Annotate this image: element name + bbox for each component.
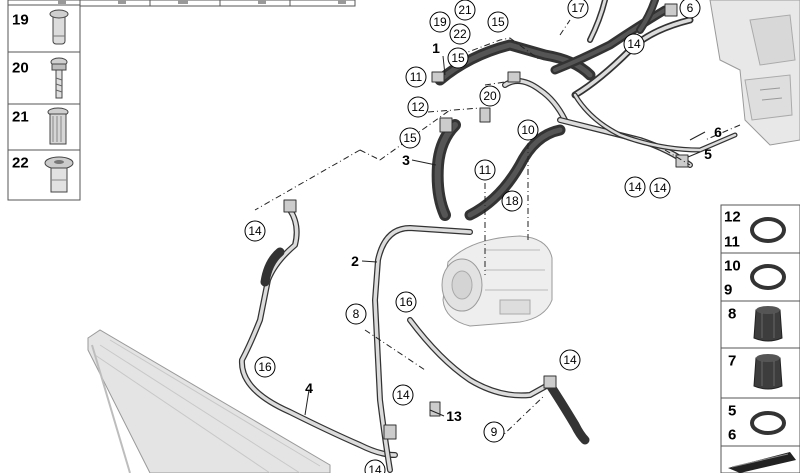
- lubricant-wedge-icon: [728, 452, 796, 473]
- svg-text:18: 18: [505, 194, 519, 208]
- callout-15-top: 15: [487, 11, 509, 33]
- callout-19: 19: [429, 11, 451, 33]
- callout-2: 2: [351, 253, 359, 269]
- svg-text:11: 11: [410, 70, 423, 84]
- valve-cap-icon: [753, 306, 783, 342]
- svg-text:6: 6: [687, 1, 694, 15]
- callout-14-left: 14: [244, 220, 266, 242]
- svg-text:14: 14: [563, 353, 577, 367]
- callout-17: 17: [567, 0, 589, 19]
- callout-12: 12: [407, 96, 429, 118]
- callout-3: 3: [402, 152, 410, 168]
- svg-text:8: 8: [353, 307, 360, 321]
- callout-14-compressor: 14: [559, 349, 581, 371]
- right-table-label-3a: 7: [728, 353, 736, 370]
- left-table-label-1: 20: [12, 60, 29, 77]
- o-ring-icon: [750, 264, 786, 290]
- callout-14-bottom: 14: [364, 459, 386, 473]
- o-ring-icon: [750, 217, 786, 243]
- callout-11-top: 11: [405, 66, 427, 88]
- callout-15-mid: 15: [447, 47, 469, 69]
- callout-5: 5: [704, 146, 712, 162]
- left-parts-table: 19 20 21 22: [7, 0, 356, 201]
- callout-21: 21: [454, 0, 476, 21]
- svg-text:22: 22: [453, 27, 467, 41]
- svg-text:11: 11: [479, 163, 492, 177]
- right-table-label-2a: 8: [728, 306, 736, 323]
- svg-text:14: 14: [396, 388, 410, 402]
- svg-text:15: 15: [403, 131, 417, 145]
- screw-with-washer-icon: [50, 57, 68, 99]
- condenser-radiator: [87, 329, 331, 473]
- callout-4: 4: [305, 380, 313, 396]
- right-table-label-1a: 10: [724, 258, 741, 275]
- svg-text:14: 14: [653, 181, 667, 195]
- knurled-rivet-nut-icon: [47, 107, 69, 145]
- callout-22: 22: [449, 23, 471, 45]
- callout-15-low: 15: [399, 127, 421, 149]
- left-table-label-3: 22: [12, 155, 29, 172]
- callout-13: 13: [446, 408, 462, 424]
- callout-14-right-a: 14: [624, 176, 646, 198]
- callout-6-top: 6: [679, 0, 701, 19]
- svg-text:20: 20: [483, 89, 497, 103]
- callout-10: 10: [517, 119, 539, 141]
- svg-text:15: 15: [491, 15, 505, 29]
- svg-text:17: 17: [571, 1, 585, 15]
- svg-text:16: 16: [258, 360, 272, 374]
- svg-text:19: 19: [433, 15, 447, 29]
- evaporator-housing: [709, 0, 800, 146]
- o-ring-icon: [750, 411, 786, 435]
- right-table-label-1b: 9: [724, 282, 732, 299]
- flanged-rivet-nut-icon: [49, 9, 69, 45]
- callout-14-lower: 14: [392, 384, 414, 406]
- flat-head-rivet-nut-icon: [44, 156, 74, 193]
- svg-text:12: 12: [411, 100, 425, 114]
- callout-14-top: 14: [623, 33, 645, 55]
- svg-text:15: 15: [451, 51, 465, 65]
- right-table-label-4b: 6: [728, 427, 736, 444]
- svg-text:9: 9: [491, 425, 498, 439]
- callout-9: 9: [483, 421, 505, 443]
- plain-callout-group: 1 3 2 4 13 6 5: [305, 40, 722, 424]
- callout-20: 20: [479, 85, 501, 107]
- right-parts-table: 12 11 10 9 8 7 5 6: [720, 204, 800, 473]
- valve-cap-icon: [753, 354, 783, 390]
- callout-14-right-b: 14: [649, 177, 671, 199]
- callout-6-right: 6: [714, 124, 722, 140]
- svg-text:14: 14: [248, 224, 262, 238]
- svg-text:14: 14: [628, 180, 642, 194]
- callout-16-left: 16: [254, 356, 276, 378]
- leader-lines: [254, 7, 741, 441]
- ac-compressor: [441, 235, 553, 327]
- svg-text:14: 14: [627, 37, 641, 51]
- callout-1: 1: [432, 40, 440, 56]
- callout-11-mid: 11: [474, 159, 496, 181]
- right-table-label-0b: 11: [724, 234, 740, 251]
- left-table-label-2: 21: [12, 109, 29, 126]
- refrigerant-lines: [238, 0, 738, 473]
- svg-text:21: 21: [458, 3, 472, 17]
- right-table-label-0a: 12: [724, 209, 741, 226]
- callout-8: 8: [345, 303, 367, 325]
- right-table-label-4a: 5: [728, 403, 736, 420]
- svg-text:16: 16: [399, 295, 413, 309]
- left-table-label-0: 19: [12, 12, 29, 29]
- callout-18: 18: [501, 190, 523, 212]
- solid-leaders: [304, 55, 706, 417]
- svg-text:14: 14: [368, 463, 382, 473]
- callout-16-right: 16: [395, 291, 417, 313]
- callout-group: 17 6 19 21 15 22 14 15 11 20 10 12 15 11…: [244, 0, 701, 473]
- svg-text:10: 10: [521, 123, 535, 137]
